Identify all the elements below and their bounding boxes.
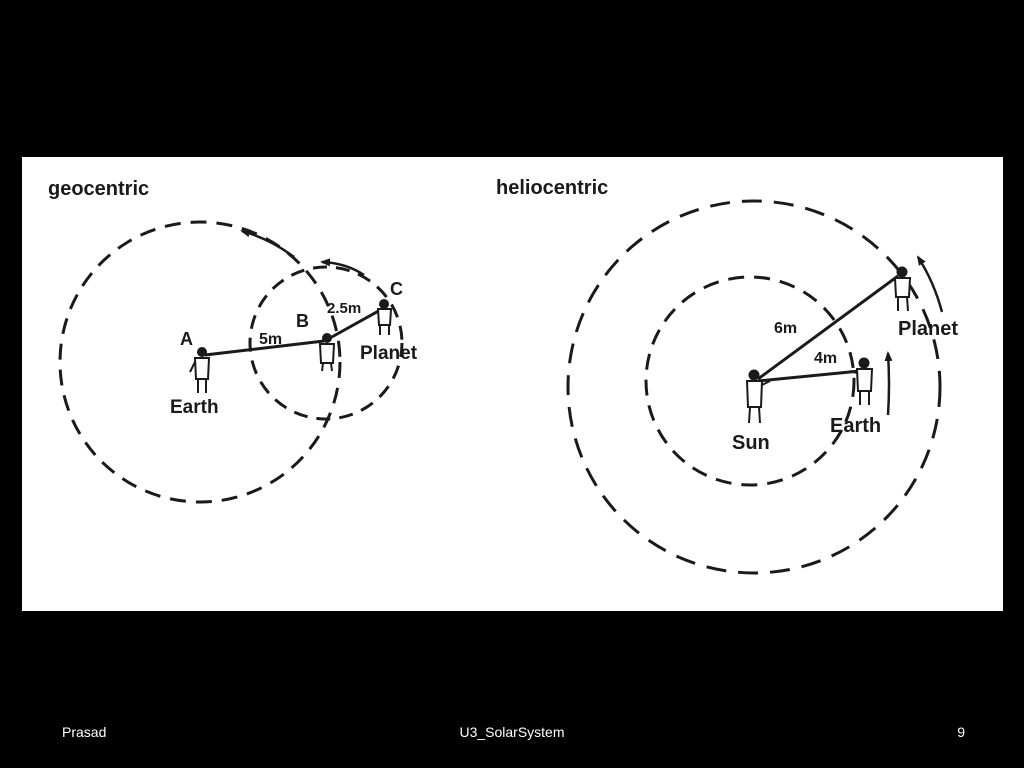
b-person-icon bbox=[318, 333, 336, 372]
planet-direction-arrow-icon bbox=[916, 255, 944, 313]
slide-number: 9 bbox=[957, 724, 965, 740]
geocentric-title: geocentric bbox=[48, 178, 149, 200]
distance-ab-label: 5m bbox=[259, 331, 282, 348]
planet-person-icon bbox=[376, 299, 393, 335]
footer-author: Prasad bbox=[62, 724, 107, 740]
geocentric-planet-label: Planet bbox=[360, 343, 418, 364]
geocentric-deferent-orbit bbox=[58, 220, 342, 504]
geocentric-diagram: geocentric bbox=[48, 178, 418, 504]
heliocentric-diagram: heliocentric bbox=[496, 177, 958, 575]
helio-planet-person-icon bbox=[893, 266, 912, 312]
helio-earth-person-icon bbox=[849, 357, 874, 405]
earth-person-icon bbox=[189, 347, 211, 393]
sun-label: Sun bbox=[732, 432, 770, 454]
earth-orbit bbox=[644, 275, 856, 487]
diagram-panel: geocentric bbox=[22, 157, 1003, 611]
heliocentric-title: heliocentric bbox=[496, 177, 608, 199]
orbit-diagram: geocentric bbox=[48, 177, 958, 575]
point-a-label: A bbox=[180, 329, 193, 349]
earth-direction-arrow-icon bbox=[884, 351, 893, 416]
point-c-label: C bbox=[390, 279, 403, 299]
sun-person-icon bbox=[745, 369, 771, 424]
footer-title: U3_SolarSystem bbox=[459, 724, 565, 740]
geocentric-epicycle-orbit bbox=[248, 265, 404, 421]
distance-bc-label: 2.5m bbox=[327, 300, 361, 317]
epicycle-direction-arrow-icon bbox=[320, 258, 365, 277]
rope-sun-to-earth bbox=[757, 369, 861, 383]
distance-sun-planet-label: 6m bbox=[774, 320, 797, 337]
helio-planet-label: Planet bbox=[898, 318, 958, 340]
planet-orbit bbox=[566, 199, 942, 575]
deferent-direction-arrow-icon bbox=[240, 229, 295, 259]
rope-sun-to-planet bbox=[757, 274, 899, 381]
geocentric-earth-label: Earth bbox=[170, 397, 219, 418]
rope-earth-to-b bbox=[204, 339, 325, 357]
point-b-label: B bbox=[296, 311, 309, 331]
helio-earth-label: Earth bbox=[830, 415, 881, 437]
distance-sun-earth-label: 4m bbox=[814, 350, 837, 367]
rope-b-to-planet bbox=[329, 307, 383, 340]
